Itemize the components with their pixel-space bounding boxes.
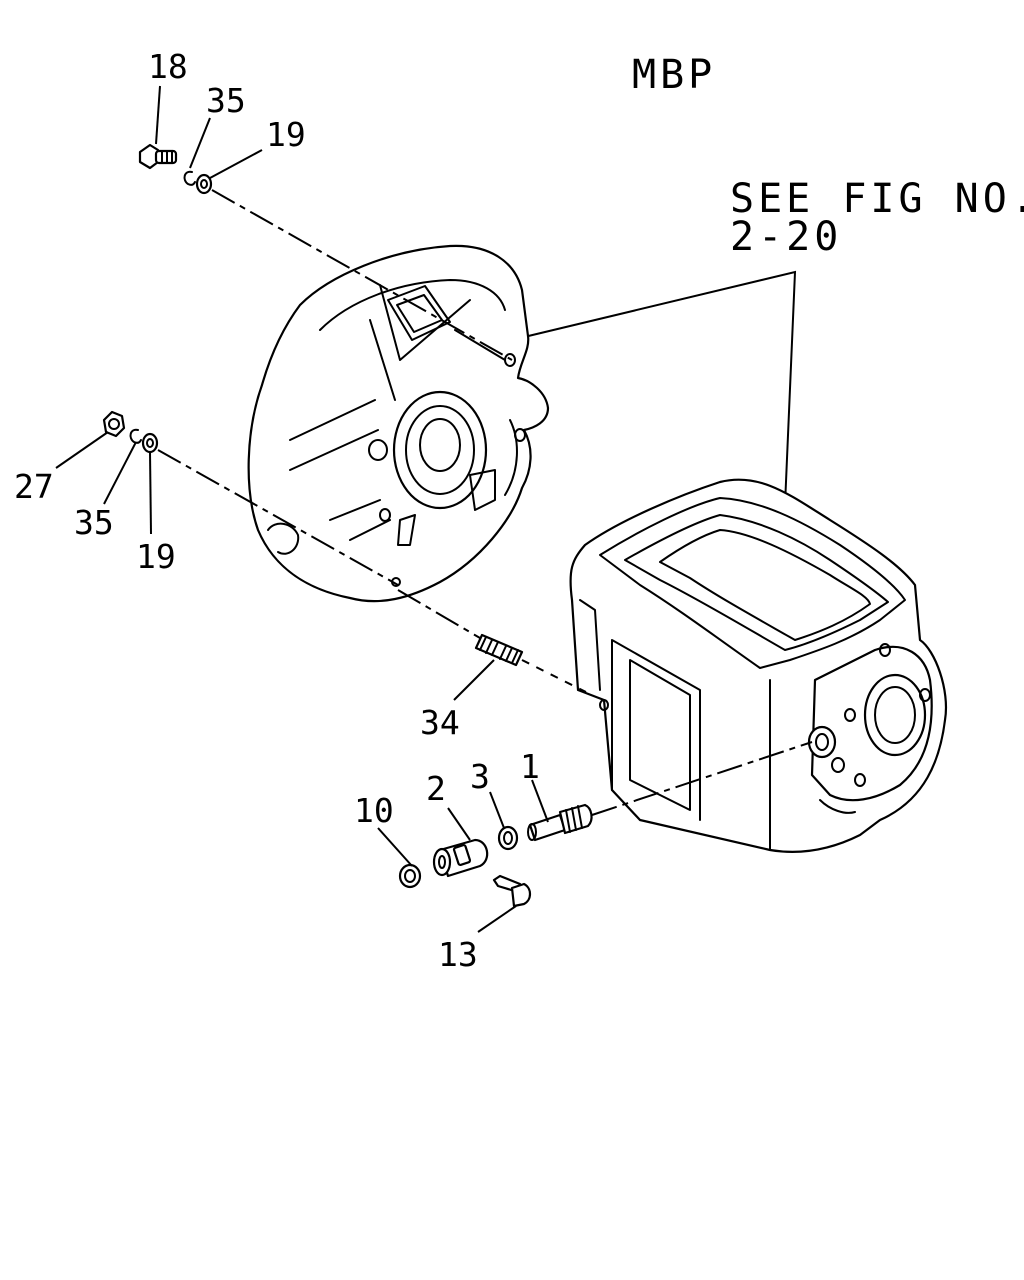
bushing-10 [398, 863, 422, 889]
diagram-code: MBP [632, 52, 716, 98]
transmission-case [569, 478, 948, 853]
callout-2: 2 [426, 769, 446, 808]
callout-35-mid: 35 [74, 503, 114, 542]
callout-18: 18 [148, 47, 188, 86]
washer-19-top [195, 173, 213, 195]
see-fig-number: 2-20 [730, 214, 842, 260]
lock-washer-35-mid [129, 428, 142, 444]
callout-19-mid: 19 [136, 537, 176, 576]
lock-washer-35-top [183, 170, 196, 186]
stud-line-b [521, 659, 587, 693]
see-fig-reference: SEE FIG NO. [730, 176, 1024, 222]
reference-leader [519, 270, 797, 506]
stud-34 [474, 633, 524, 667]
callout-13: 13 [438, 935, 478, 974]
bolt-18 [138, 143, 178, 170]
callout-19-top: 19 [266, 115, 306, 154]
bolt-13 [492, 874, 532, 908]
nut-27 [102, 410, 126, 438]
driven-gear-1 [527, 803, 593, 842]
clutch-housing [247, 244, 550, 603]
alignment-line-top [211, 189, 513, 361]
sleeve-2 [432, 838, 489, 878]
alignment-line-mid [157, 449, 399, 586]
washer-19-mid [141, 432, 159, 454]
gear-alignment-line [591, 741, 813, 816]
callout-10: 10 [354, 791, 394, 830]
callout-3: 3 [470, 757, 490, 796]
callout-27: 27 [14, 467, 54, 506]
callout-34: 34 [420, 703, 460, 742]
callout-1: 1 [520, 747, 540, 786]
callout-leaders [55, 85, 549, 933]
stud-line-a [397, 589, 481, 639]
callout-35-top: 35 [206, 81, 246, 120]
o-ring-3 [497, 825, 519, 851]
